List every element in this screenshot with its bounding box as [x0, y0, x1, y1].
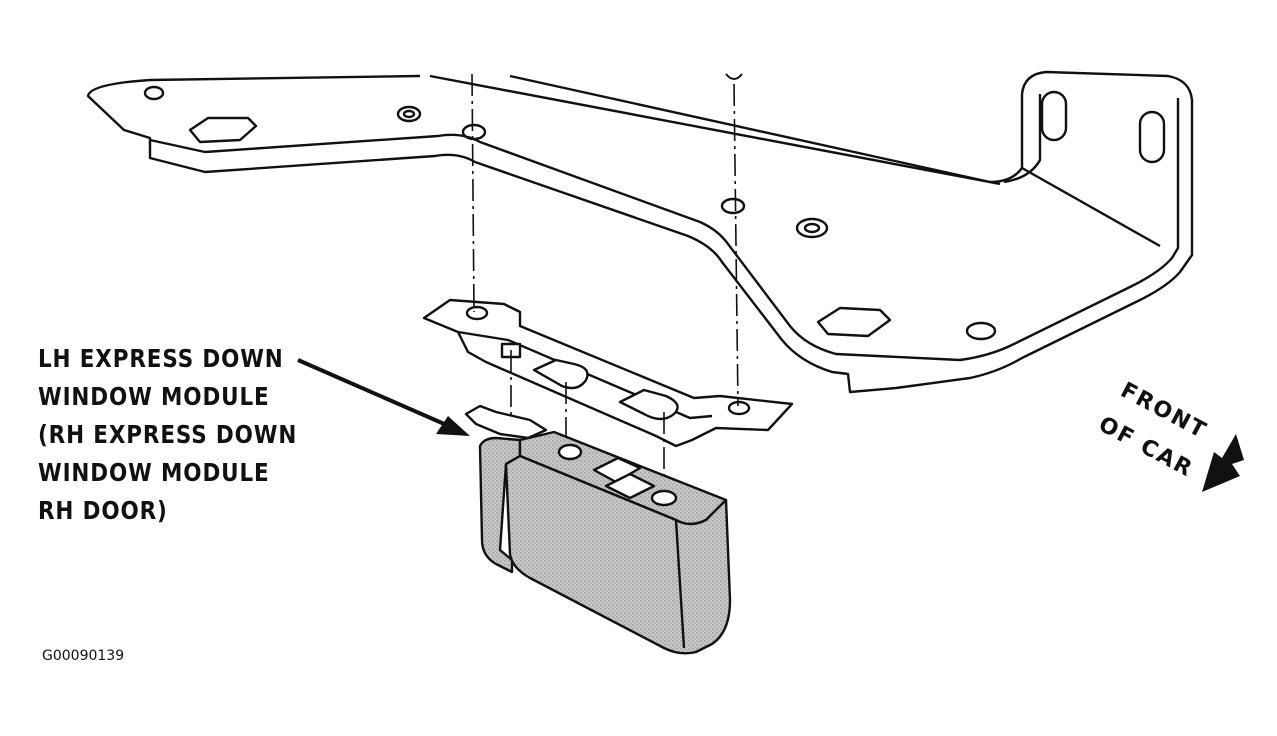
- module-back-section: [478, 436, 522, 574]
- module-callout-label: LH EXPRESS DOWN WINDOW MODULE (RH EXPRES…: [38, 340, 297, 530]
- bracket-inner-edge: [1021, 166, 1161, 248]
- clip-fold-line: [457, 330, 713, 420]
- clip-outline: [422, 298, 794, 448]
- bracket-back-edge: [429, 74, 1001, 186]
- bracket-square-cutout: [816, 306, 892, 338]
- bracket-flange-edge: [1003, 94, 1042, 184]
- bracket-hole-inner: [803, 222, 821, 234]
- clip-hole: [465, 305, 489, 321]
- module-front-face: [504, 454, 732, 655]
- front-of-car-arrow-icon: [1202, 434, 1244, 492]
- callout-arrow: [297, 358, 470, 436]
- clip-hole: [727, 400, 751, 416]
- fastener-tip: [725, 73, 743, 80]
- bracket-hole: [461, 123, 487, 141]
- module-mounting-tab: [464, 404, 548, 440]
- clip-keyhole-slot: [532, 358, 589, 390]
- callout-line: WINDOW MODULE: [38, 382, 270, 411]
- module-stud: [557, 443, 583, 461]
- alignment-line: [471, 73, 475, 313]
- bracket-fold-line: [149, 98, 1180, 362]
- bracket-hole: [720, 197, 746, 215]
- clip-keyhole-slot: [618, 388, 679, 421]
- bracket-hole: [143, 85, 165, 101]
- bracket-hole-inner: [402, 109, 416, 119]
- module-rib: [604, 472, 656, 500]
- callout-line: (RH EXPRESS DOWN: [38, 420, 298, 449]
- bracket-slot: [1040, 90, 1068, 142]
- bracket-square-cutout: [188, 116, 258, 144]
- callout-line: RH DOOR): [38, 496, 168, 525]
- callout-line: LH EXPRESS DOWN: [38, 344, 284, 373]
- bracket-outline: [86, 70, 1194, 394]
- alignment-line: [733, 83, 739, 407]
- bracket-hole: [396, 105, 422, 123]
- support-bracket: [86, 70, 1194, 394]
- bracket-hole: [795, 217, 829, 239]
- module-front-edge: [674, 519, 686, 649]
- bracket-hole: [965, 321, 997, 341]
- module-stud: [650, 489, 678, 507]
- figure-code: G00090139: [42, 648, 125, 664]
- module-rib: [592, 456, 642, 484]
- callout-line: WINDOW MODULE: [38, 458, 270, 487]
- module-mounting-clip: [422, 298, 794, 448]
- bracket-slot: [1138, 110, 1166, 164]
- express-down-window-module: [464, 404, 732, 655]
